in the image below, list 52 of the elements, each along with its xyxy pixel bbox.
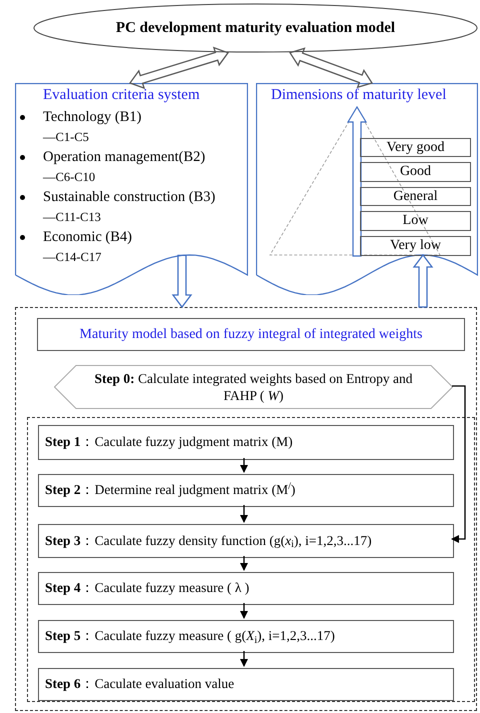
criteria-text: Economic (B4) <box>43 228 132 246</box>
level-box <box>360 236 471 256</box>
arrow <box>240 651 248 667</box>
hollow-arrow <box>288 47 374 88</box>
criteria-text: Operation management(B2) <box>43 148 206 166</box>
sub-criteria-text: —C1-C5 <box>43 129 90 146</box>
level-label: General <box>393 188 438 204</box>
hollow-arrow <box>412 254 434 308</box>
step-box <box>38 572 454 605</box>
step-box <box>38 620 454 653</box>
document-shape <box>15 83 248 295</box>
heading-text: Evaluation criteria system <box>43 86 200 104</box>
level-box <box>360 138 471 157</box>
step-text: Step 0: Calculate integrated weights based on Entropy and FAHP ( W) <box>94 370 414 404</box>
document-shape <box>256 83 478 295</box>
title-text: PC development maturity evaluation model <box>116 18 396 38</box>
model-box <box>37 318 465 351</box>
step-box <box>38 668 454 701</box>
heading-text: Dimensions of maturity level <box>271 86 446 104</box>
arrow <box>240 505 248 523</box>
hollow-arrow <box>172 254 192 308</box>
sub-criteria-text: —C11-C13 <box>43 209 102 226</box>
step-box <box>38 524 454 558</box>
dashed-frame <box>15 307 477 711</box>
hollow-arrow <box>128 46 230 90</box>
step-text: Step 2：Determine real judgment matrix (M$^{/}$) <box>45 480 296 500</box>
step-box <box>38 425 454 460</box>
step-text: Step 3：Caculate fuzzy density function (g(x$_{i}$), i=1,2,3...17) <box>45 532 372 552</box>
title-ellipse <box>33 3 478 53</box>
arrow <box>240 603 248 619</box>
sub-criteria-text: —C6-C10 <box>43 169 96 186</box>
level-label: Very low <box>390 238 441 254</box>
level-label: Good <box>400 164 432 180</box>
level-label: Very good <box>386 140 444 156</box>
dashed-frame <box>27 417 475 702</box>
level-box <box>360 211 471 231</box>
step-text: Step 4：Caculate fuzzy measure ( λ ) <box>45 579 250 598</box>
sub-criteria-text: —C14-C17 <box>43 249 102 266</box>
step-box <box>38 474 454 507</box>
step-text: Step 5：Caculate fuzzy measure ( g(X$_{i}$), i=1,2,3...17) <box>45 627 335 647</box>
level-box <box>360 187 471 206</box>
arrow <box>240 458 248 473</box>
criteria-text: Technology (B1) <box>43 108 142 126</box>
step-text: Step 1：Caculate fuzzy judgment matrix (M) <box>45 433 293 452</box>
step-text: Step 6：Caculate evaluation value <box>45 675 234 694</box>
model-text: Maturity model based on fuzzy integral of integrated weights <box>80 326 422 344</box>
arrow <box>451 385 466 543</box>
criteria-text: Sustainable construction (B3) <box>43 188 216 206</box>
hexagon-box <box>54 365 453 409</box>
level-label: Low <box>402 213 428 229</box>
arrow <box>240 556 248 571</box>
level-box <box>360 162 471 182</box>
